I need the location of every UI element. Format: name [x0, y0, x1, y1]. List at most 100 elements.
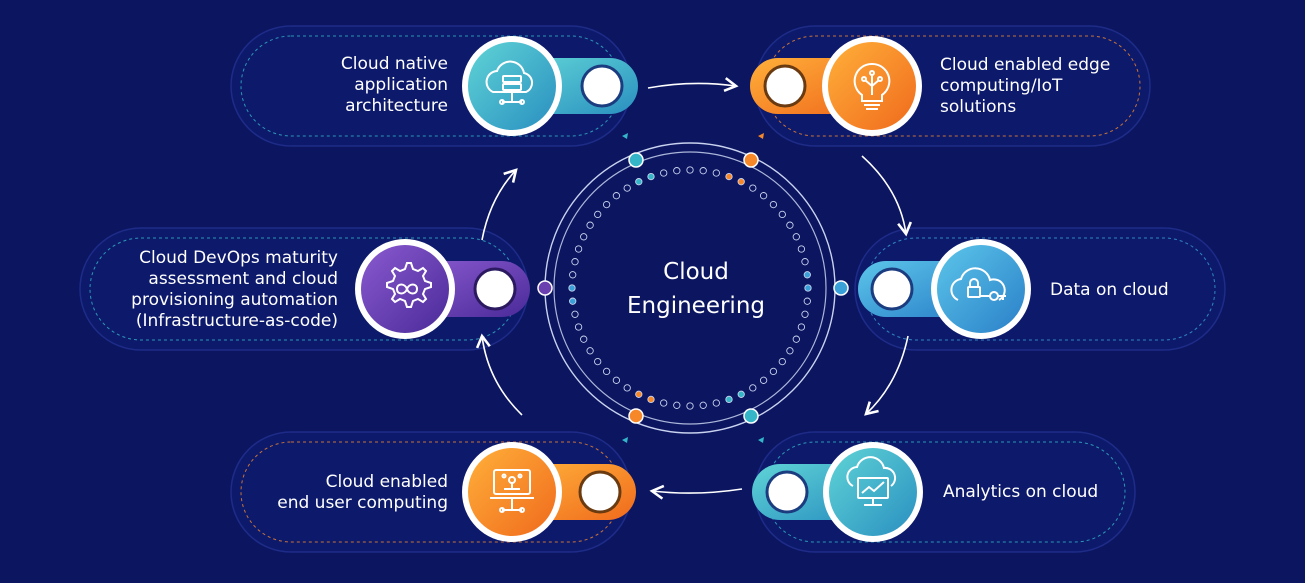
- ring-dot: [647, 172, 655, 181]
- node-devops: [79, 227, 530, 351]
- accent-triangle: [758, 133, 764, 139]
- label-analytics-on-cloud: Analytics on cloud: [943, 482, 1123, 503]
- ring-node-blue-right: [833, 280, 849, 296]
- tab-knob: [578, 470, 622, 514]
- node-cloud-native: [230, 25, 638, 147]
- ring-node-orange-top: [743, 152, 759, 168]
- tab-knob: [870, 267, 914, 311]
- ring-dot: [797, 245, 806, 253]
- inner-ring: [553, 151, 827, 425]
- label-line: provisioning automation: [131, 290, 338, 310]
- lightbulb-circuit-icon: [853, 62, 891, 110]
- label-line: Cloud DevOps maturity: [139, 248, 338, 268]
- label-end-user-computing: Cloud enabled end user computing: [248, 472, 448, 514]
- ring-dot: [571, 258, 579, 266]
- pill-dashed-outline: [240, 441, 622, 543]
- accent-triangle: [622, 437, 628, 443]
- label-edge-computing: Cloud enabled edge computing/IoT solutio…: [940, 55, 1140, 118]
- ring-dot: [635, 178, 643, 186]
- ring-dot: [612, 192, 621, 200]
- ring-dot: [569, 297, 577, 305]
- ring-dot: [712, 399, 720, 407]
- ring-dot: [769, 200, 778, 209]
- arrow-devops-to-native: [481, 168, 518, 241]
- laptop-network-icon: [490, 469, 534, 513]
- arrow-analytics-to-euc: [649, 484, 743, 500]
- ring-dot: [574, 245, 583, 253]
- icon-disc: [829, 448, 917, 536]
- ring-node-teal-top: [628, 152, 644, 168]
- label-line: assessment and cloud: [148, 269, 338, 289]
- tab-knob: [473, 267, 517, 311]
- ring-dot: [569, 271, 577, 279]
- label-line: Cloud native: [340, 54, 448, 74]
- ring-dot: [699, 167, 707, 175]
- ring-node-teal-bottom: [743, 408, 759, 424]
- ring-dot: [580, 335, 588, 343]
- node-edge-computing: [750, 25, 1151, 147]
- ring-dot: [749, 184, 757, 192]
- ring-dot: [580, 233, 588, 241]
- ring-dot: [712, 169, 720, 177]
- center-title-line2: Engineering: [627, 293, 765, 319]
- ring-dot: [801, 310, 809, 318]
- node-analytics-on-cloud: [752, 431, 1136, 553]
- cloud-server-icon: [485, 60, 534, 105]
- label-devops: Cloud DevOps maturity assessment and clo…: [100, 248, 338, 332]
- ring-dot: [623, 384, 631, 392]
- ring-dot: [725, 395, 733, 404]
- ring-dot: [725, 172, 733, 181]
- ring-dot: [594, 357, 602, 366]
- ring-dot: [623, 184, 631, 192]
- ring-dot: [803, 271, 811, 279]
- center-title-line1: Cloud: [663, 259, 729, 285]
- ring-dot: [778, 357, 786, 366]
- pill-dashed-outline: [240, 35, 622, 137]
- label-data-on-cloud: Data on cloud: [1050, 280, 1210, 301]
- tab-knob: [763, 64, 807, 108]
- ring-dot: [759, 376, 768, 384]
- label-line: architecture: [345, 96, 448, 116]
- cloud-monitor-chart-icon: [846, 456, 897, 506]
- node-end-user-computing: [230, 431, 636, 553]
- ring-dot: [699, 401, 707, 409]
- label-line: solutions: [940, 97, 1017, 117]
- tab-knob: [765, 470, 809, 514]
- ring-dot: [778, 210, 786, 219]
- ring-dot: [612, 376, 621, 384]
- cloud-lock-key-icon: [950, 267, 1006, 301]
- ring-node-purple-left: [537, 280, 553, 296]
- label-line: end user computing: [277, 493, 448, 513]
- label-line: (Infrastructure-as-code): [135, 311, 338, 331]
- center-title: Cloud Engineering: [586, 255, 806, 323]
- icon-disc: [468, 42, 556, 130]
- ring-dot: [737, 178, 745, 186]
- tab-knob: [580, 64, 624, 108]
- arrow-data-to-analytics: [864, 335, 909, 416]
- ring-dot: [792, 335, 800, 343]
- ring-dot: [792, 233, 800, 241]
- ring-dot: [749, 384, 757, 392]
- ring-dot: [737, 390, 745, 398]
- ring-dot: [804, 284, 812, 292]
- ring-dot: [673, 167, 681, 175]
- ring-dot: [647, 395, 655, 404]
- cycle-arrows: [475, 77, 913, 500]
- label-line: Analytics on cloud: [943, 482, 1099, 502]
- ring-dot: [759, 192, 768, 200]
- label-line: Cloud enabled edge: [940, 55, 1111, 75]
- label-cloud-native: Cloud native application architecture: [248, 54, 448, 117]
- ring-dot: [602, 200, 611, 209]
- center-hub: [537, 133, 849, 443]
- ring-dot: [586, 347, 594, 355]
- ring-dot: [803, 297, 811, 305]
- accent-triangle: [622, 133, 628, 139]
- ring-dot: [571, 310, 579, 318]
- ring-dot: [797, 323, 806, 331]
- label-line: Data on cloud: [1050, 280, 1169, 300]
- ring-dot: [602, 367, 611, 376]
- label-line: computing/IoT: [940, 76, 1063, 96]
- ring-dot: [574, 323, 583, 331]
- dot-ring: [568, 166, 812, 410]
